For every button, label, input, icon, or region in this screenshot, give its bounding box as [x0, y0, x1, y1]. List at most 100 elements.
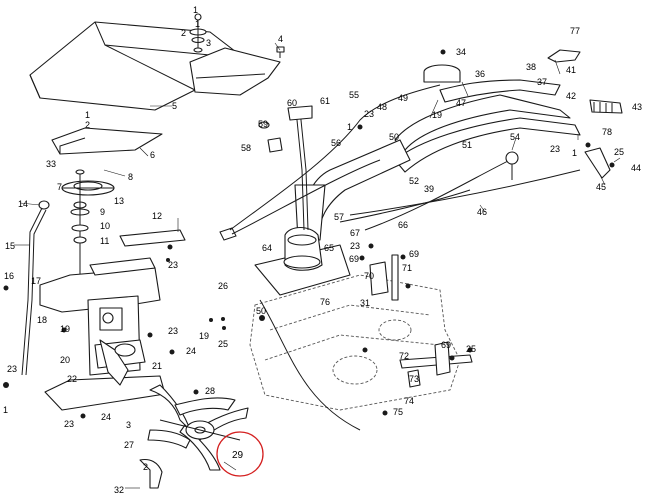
label-39: 39	[424, 184, 434, 194]
shift-lever	[287, 105, 313, 231]
label-51: 51	[462, 140, 472, 150]
label-69: 69	[409, 249, 419, 259]
label-65: 65	[324, 243, 334, 253]
label-18: 18	[37, 315, 47, 325]
depth-rod	[21, 200, 50, 376]
label-23: 23	[64, 419, 74, 429]
label-1: 1	[572, 148, 577, 158]
label-1: 1	[195, 19, 200, 29]
label-50: 50	[389, 132, 399, 142]
label-70: 70	[364, 271, 374, 281]
pulley-assembly	[61, 169, 115, 280]
label-24: 24	[186, 346, 196, 356]
label-3: 3	[126, 420, 131, 430]
label-38: 38	[526, 62, 536, 72]
label-45: 45	[596, 182, 606, 192]
label-1: 1	[85, 110, 90, 120]
label-15: 15	[5, 241, 15, 251]
label-19: 19	[60, 324, 70, 334]
label-2: 2	[85, 120, 90, 130]
label-3: 3	[206, 38, 211, 48]
label-8: 8	[128, 172, 133, 182]
label-52: 52	[409, 176, 419, 186]
label-36: 36	[475, 69, 485, 79]
label-67: 67	[350, 228, 360, 238]
label-69: 69	[441, 340, 451, 350]
label-69: 69	[349, 254, 359, 264]
label-43: 43	[632, 102, 642, 112]
label-32: 32	[114, 485, 124, 495]
pin-4	[276, 46, 285, 58]
top-hardware	[189, 13, 207, 53]
tine-assembly	[139, 384, 249, 489]
label-56: 56	[331, 138, 341, 148]
label-64: 64	[262, 243, 272, 253]
label-11: 11	[100, 236, 109, 246]
fasteners	[3, 49, 615, 419]
label-27: 27	[124, 440, 134, 450]
shield-plate	[51, 127, 163, 155]
label-19: 19	[432, 110, 442, 120]
label-13: 13	[114, 196, 124, 206]
label-1: 1	[347, 122, 352, 132]
label-23: 23	[350, 241, 360, 251]
label-16: 16	[4, 271, 14, 281]
label-58: 58	[241, 143, 251, 153]
label-28: 28	[205, 386, 215, 396]
shield-flap	[189, 47, 281, 96]
label-37: 37	[537, 77, 547, 87]
bracket-12	[119, 229, 186, 247]
label-46: 46	[477, 207, 487, 217]
label-25: 25	[466, 344, 476, 354]
label-2: 2	[143, 462, 148, 472]
label-24: 24	[101, 412, 111, 422]
label-14: 14	[18, 199, 28, 209]
label-10: 10	[100, 221, 110, 231]
label-73: 73	[409, 374, 419, 384]
label-1: 1	[193, 5, 198, 15]
label-71: 71	[402, 263, 412, 273]
label-22: 22	[67, 374, 77, 384]
label-74: 74	[404, 396, 414, 406]
label-55: 55	[349, 90, 359, 100]
label-72: 72	[399, 351, 409, 361]
label-25: 25	[614, 147, 624, 157]
label-20: 20	[60, 355, 70, 365]
label-9: 9	[100, 207, 105, 217]
label-61: 61	[320, 96, 330, 106]
label-41: 41	[566, 65, 576, 75]
label-77: 77	[570, 26, 580, 36]
label-47: 47	[456, 98, 466, 108]
leader-lines	[14, 42, 621, 489]
label-60: 60	[287, 98, 297, 108]
label-76: 76	[320, 297, 330, 307]
label-2: 2	[181, 28, 186, 38]
label-1: 1	[3, 405, 8, 415]
label-44: 44	[631, 163, 641, 173]
label-4: 4	[278, 34, 283, 44]
label-50: 50	[256, 306, 266, 316]
handlebar-assembly	[394, 49, 623, 179]
label-26: 26	[218, 281, 228, 291]
label-21: 21	[152, 361, 162, 371]
label-66: 66	[398, 220, 408, 230]
label-48: 48	[377, 102, 387, 112]
tine-frame	[39, 257, 161, 376]
label-23: 23	[364, 109, 374, 119]
label-29: 29	[232, 450, 244, 461]
label-78: 78	[602, 127, 612, 137]
lower-linkage	[399, 341, 473, 388]
transmission-housing	[249, 274, 461, 411]
label-23: 23	[168, 326, 178, 336]
label-57: 57	[334, 212, 344, 222]
label-33: 33	[46, 159, 56, 169]
control-cables	[219, 84, 581, 431]
label-25: 25	[218, 339, 228, 349]
label-42: 42	[566, 91, 576, 101]
rod-bracket	[369, 254, 399, 301]
label-23: 23	[168, 260, 178, 270]
label-59: 59	[258, 119, 268, 129]
label-34: 34	[456, 47, 466, 57]
label-17: 17	[31, 276, 41, 286]
